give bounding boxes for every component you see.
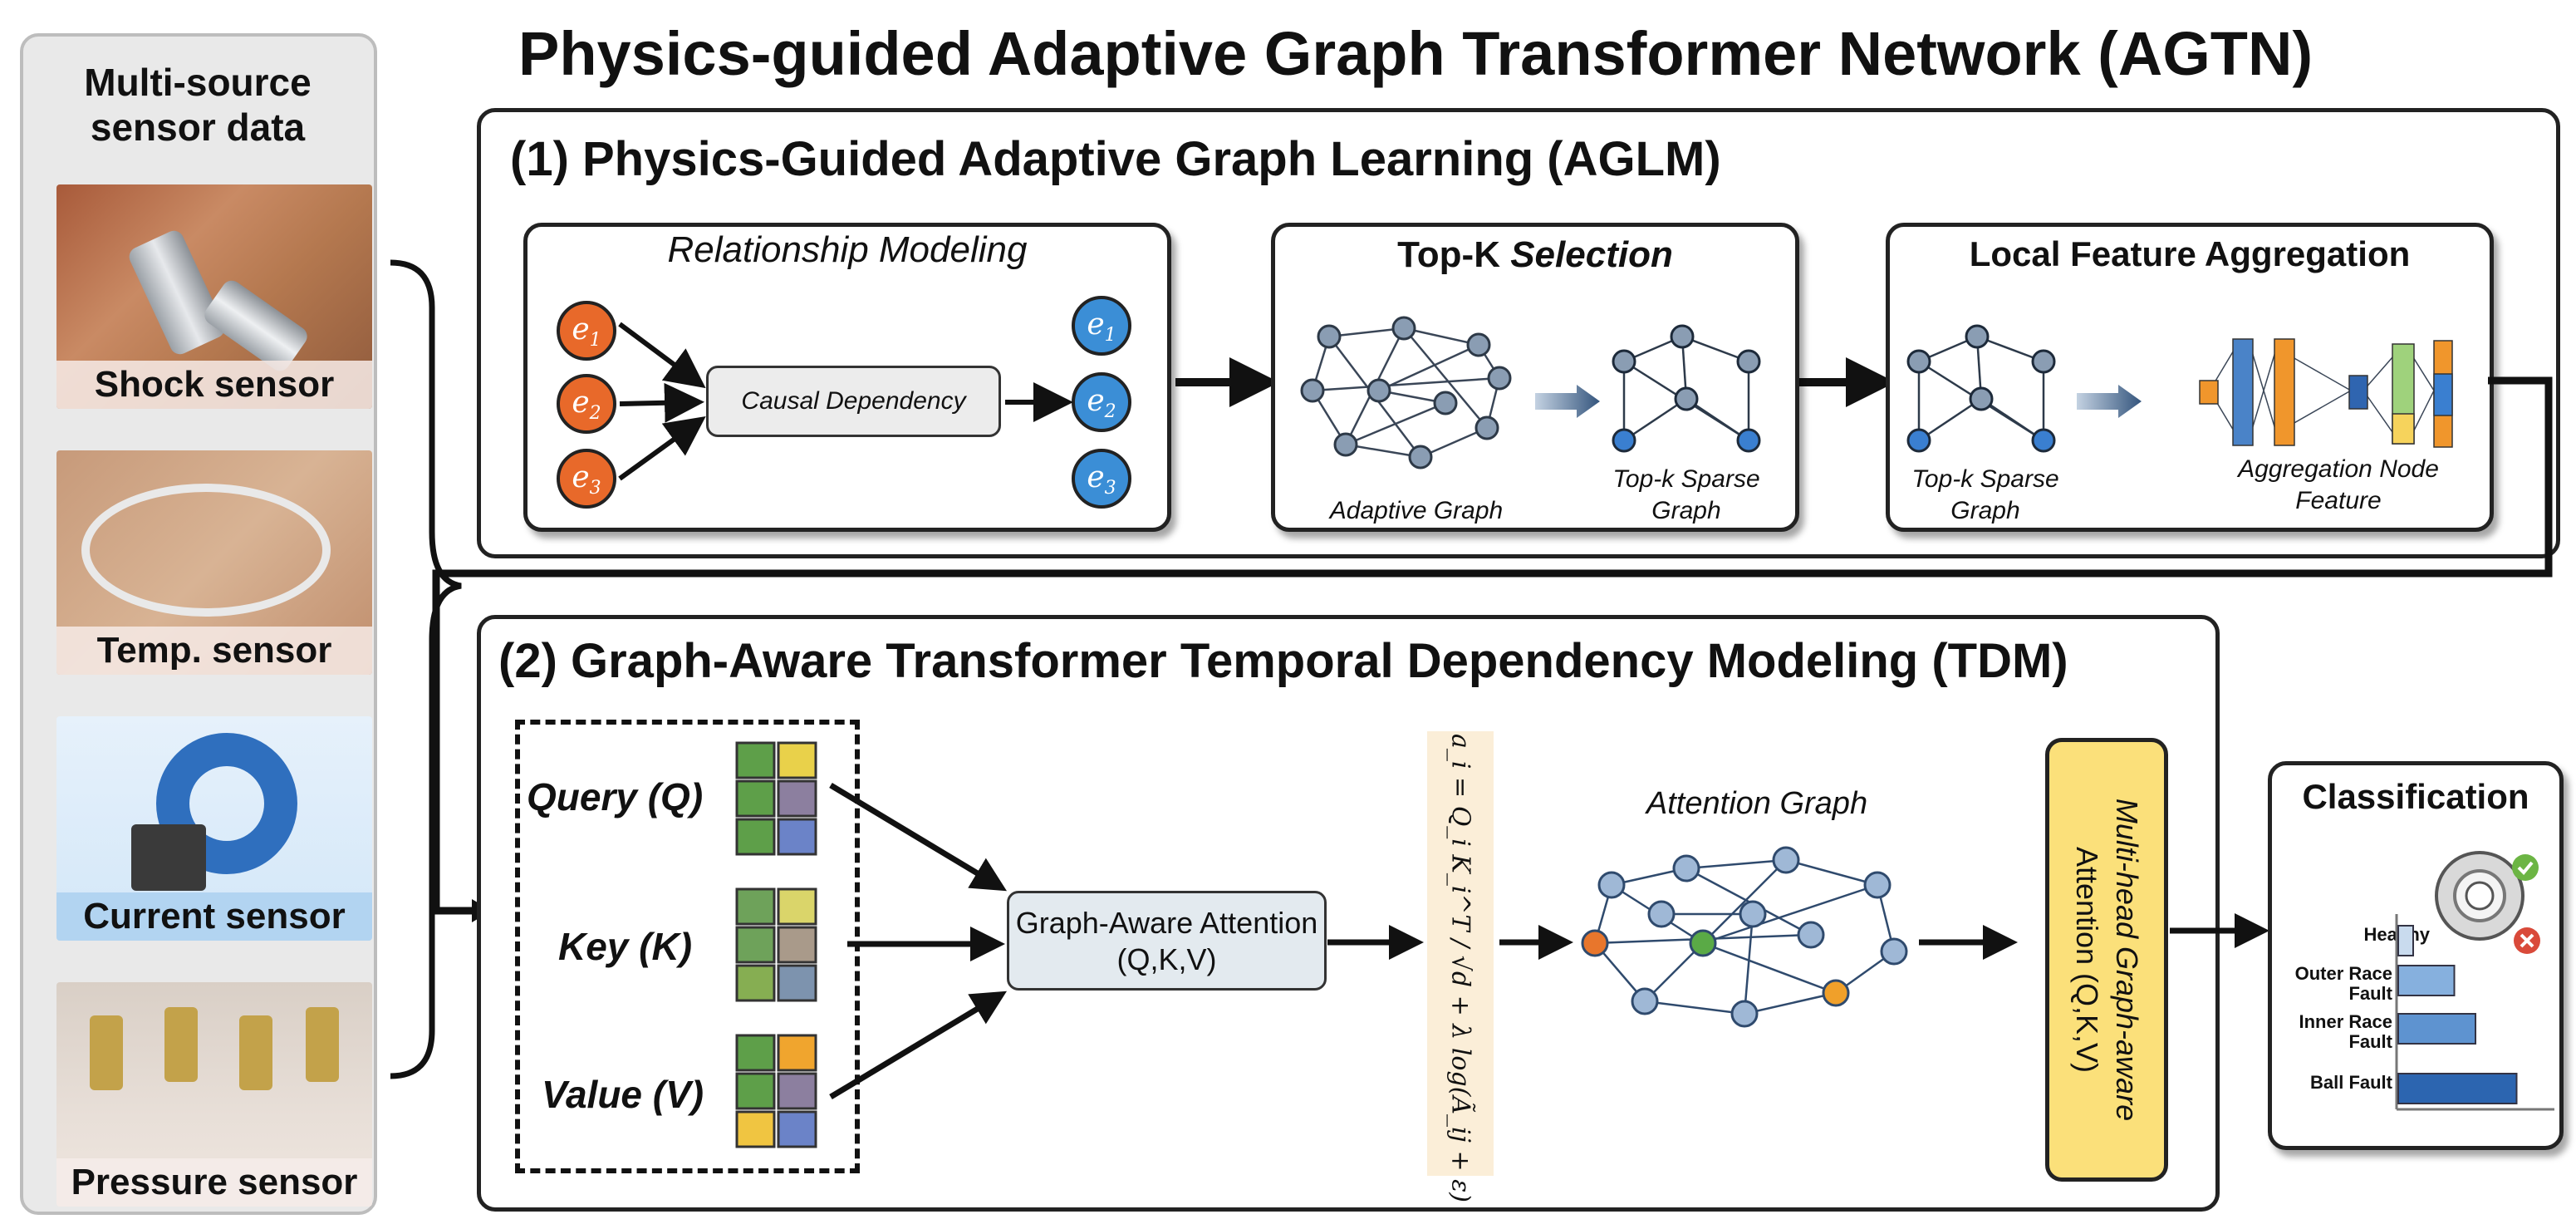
adaptive-graph [1300, 316, 1512, 469]
classification-bars [2395, 914, 2554, 1111]
bearing-icon [2435, 851, 2540, 954]
pressure-gauge [239, 1015, 272, 1090]
gradient-arrow [2077, 385, 2142, 418]
target-node-2: e2 [1072, 372, 1131, 432]
topk-sparse-graph-caption: Top-k Sparse Graph [1612, 465, 1760, 524]
aggregation-node-feature-caption: Aggregation Node Feature [2238, 455, 2439, 514]
attention-graph [1581, 846, 1908, 1028]
multi-head-attention-line1: Multi-head Graph-aware [2110, 798, 2144, 1122]
key-matrix [735, 887, 817, 1002]
sensor-panel: Multi-source sensor data Shock sensor Te… [20, 33, 377, 1215]
adaptive-graph-caption: Adaptive Graph [1329, 497, 1504, 524]
local-feature-aggregation-title: Local Feature Aggregation [1969, 234, 2411, 273]
cable-loop [81, 484, 331, 617]
pressure-gauge [90, 1015, 123, 1090]
class-label-outer-race: Outer Race Fault [2294, 963, 2392, 1004]
local-sparse-graph-caption: Top-k Sparse Graph [1911, 465, 2059, 524]
class-bar [2397, 965, 2456, 996]
classification-title: Classification [2302, 777, 2529, 816]
main-title: Physics-guided Adaptive Graph Transforme… [518, 19, 2313, 88]
source-node-2: e2 [557, 374, 616, 434]
multi-head-attention-line2: Attention (Q,K,V) [2070, 846, 2104, 1074]
formula-panel [1427, 731, 1494, 1176]
topk-title-plain: Top-K [1397, 234, 1511, 275]
attention-formula: a_i = Q_i K_i^T / √d + λ log(Ã_ij + ε) [1445, 734, 1475, 1202]
class-bar [2397, 1013, 2476, 1045]
target-node-3: e3 [1072, 449, 1131, 509]
pressure-sensor-image: Pressure sensor [56, 982, 372, 1207]
topk-sparse-graph [1612, 324, 1761, 453]
pressure-gauge [164, 1007, 198, 1082]
class-bar [2397, 925, 2414, 956]
temp-sensor-label: Temp. sensor [56, 627, 372, 675]
shock-sensor-image: Shock sensor [56, 184, 372, 409]
local-sparse-graph [1906, 324, 2056, 453]
causal-dependency-box: Causal Dependency [706, 366, 1001, 437]
source-node-1: e1 [557, 301, 616, 361]
attention-graph-title: Attention Graph [1646, 786, 1868, 821]
curly-brace [390, 259, 462, 1079]
shock-sensor-label: Shock sensor [56, 361, 372, 409]
multi-head-attention-box [2045, 738, 2168, 1182]
temp-sensor-image: Temp. sensor [56, 450, 372, 675]
class-label-ball-fault: Ball Fault [2309, 1072, 2392, 1093]
query-label: Query (Q) [527, 775, 704, 819]
topk-selection-title: Top-K Selection [1271, 234, 1799, 276]
aggregation-network [2199, 338, 2453, 448]
relationship-modeling-title: Relationship Modeling [667, 229, 1028, 270]
gradient-arrow [1535, 385, 1600, 418]
terminal-block [131, 824, 206, 891]
query-matrix [735, 741, 817, 856]
graph-aware-attention-box: Graph-Aware Attention (Q,K,V) [1007, 891, 1327, 991]
current-sensor-image: Current sensor [56, 716, 372, 941]
pressure-sensor-label: Pressure sensor [56, 1158, 372, 1207]
current-sensor-label: Current sensor [56, 892, 372, 941]
value-matrix [735, 1034, 817, 1148]
key-label: Key (K) [558, 925, 693, 968]
sensor-panel-heading: Multi-source sensor data [84, 61, 312, 149]
class-bar [2397, 1073, 2518, 1104]
value-label: Value (V) [542, 1073, 704, 1116]
source-node-3: e3 [557, 449, 616, 509]
tdm-title: (2) Graph-Aware Transformer Temporal Dep… [498, 634, 2068, 688]
aglm-title: (1) Physics-Guided Adaptive Graph Learni… [510, 132, 1721, 186]
topk-title-italic: Selection [1510, 234, 1673, 275]
pressure-gauge [306, 1007, 339, 1082]
class-label-inner-race: Inner Race Fault [2299, 1011, 2393, 1052]
target-node-1: e1 [1072, 296, 1131, 356]
